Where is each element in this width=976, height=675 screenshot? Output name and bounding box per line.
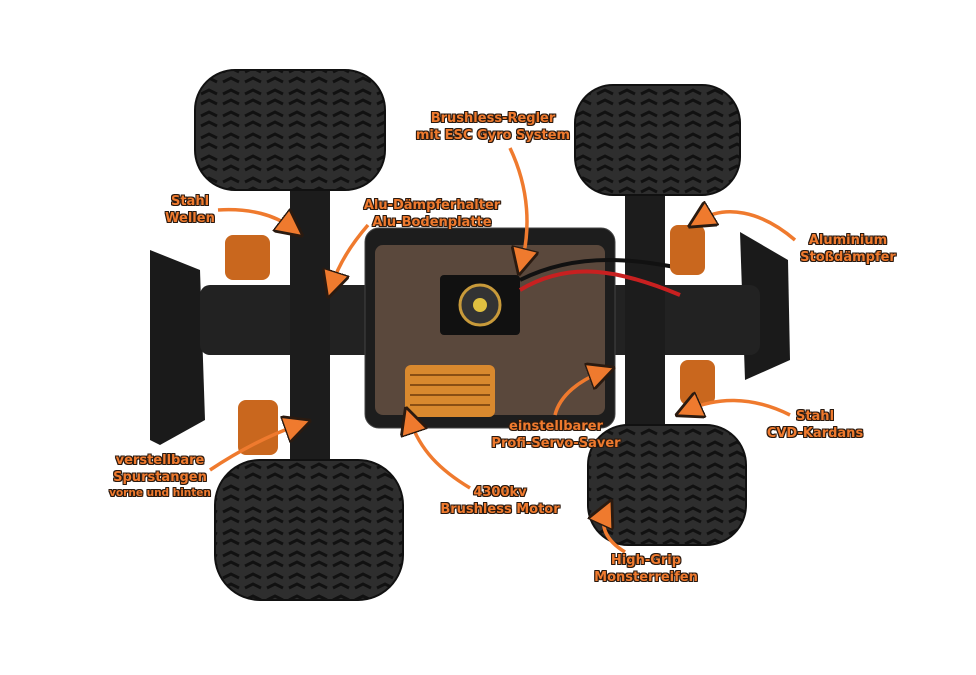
tire-front-left (194, 69, 386, 191)
label-servo-line2: Profi-Servo-Saver (491, 436, 621, 451)
shock-rear-bottom (680, 360, 715, 405)
label-motor-line1: 4300kv (473, 485, 527, 500)
tire-rear-left (574, 84, 741, 196)
label-tierods: verstellbare Spurstangen vorne und hinte… (109, 452, 211, 500)
tire-front-right (214, 459, 404, 601)
arrow-esc (508, 147, 527, 262)
label-servo-line1: einstellbarer (509, 419, 603, 434)
front-bumper (150, 250, 205, 445)
label-cvd-line1: Stahl (795, 409, 835, 424)
label-tierods-line3: vorne und hinten (109, 487, 211, 499)
label-shafts: Stahl Wellen (165, 193, 215, 227)
label-motor-line2: Brushless Motor (440, 502, 560, 517)
arrow-shocks (700, 212, 797, 242)
label-shocks-line2: Stoßdämpfer (800, 250, 896, 265)
label-mounts-line1: Alu-Dämpferhalter (363, 198, 501, 213)
arrow-servo (553, 372, 602, 416)
label-cvd-line2: CVD-Kardans (766, 426, 864, 441)
shock-front-bottom (238, 400, 278, 455)
label-tires: High-Grip Monsterreifen (594, 552, 698, 586)
label-esc-line1: Brushless-Regler (430, 111, 556, 126)
label-tierods-line2: Spurstangen (113, 470, 207, 485)
label-shafts-line1: Stahl (170, 194, 210, 209)
arrow-shafts (217, 207, 292, 228)
label-cvd: Stahl CVD-Kardans (767, 408, 863, 442)
label-servo: einstellbarer Profi-Servo-Saver (491, 418, 620, 452)
label-shafts-line2: Wellen (165, 211, 215, 226)
label-motor: 4300kv Brushless Motor (440, 484, 559, 518)
label-mounts: Alu-Dämpferhalter Alu-Bodenplatte (364, 197, 500, 231)
arrow-motor (410, 420, 471, 490)
arrow-mounts (332, 223, 370, 285)
label-tierods-line1: verstellbare (115, 453, 205, 468)
tire-rear-right (587, 424, 747, 546)
label-shocks-line1: Aluminium (808, 233, 888, 248)
label-shocks: Aluminium Stoßdämpfer (800, 232, 896, 266)
arrow-tires (604, 512, 626, 554)
arrow-tierods (209, 425, 298, 472)
arrow-cvd (688, 400, 791, 415)
shock-front-top (225, 235, 270, 280)
label-tires-line2: Monsterreifen (594, 570, 698, 585)
label-esc-line2: mit ESC Gyro System (415, 128, 571, 143)
shock-rear-top (670, 225, 705, 275)
label-esc: Brushless-Regler mit ESC Gyro System (416, 110, 570, 144)
label-tires-line1: High-Grip (610, 553, 682, 568)
motor (405, 365, 495, 417)
label-mounts-line2: Alu-Bodenplatte (372, 215, 492, 230)
